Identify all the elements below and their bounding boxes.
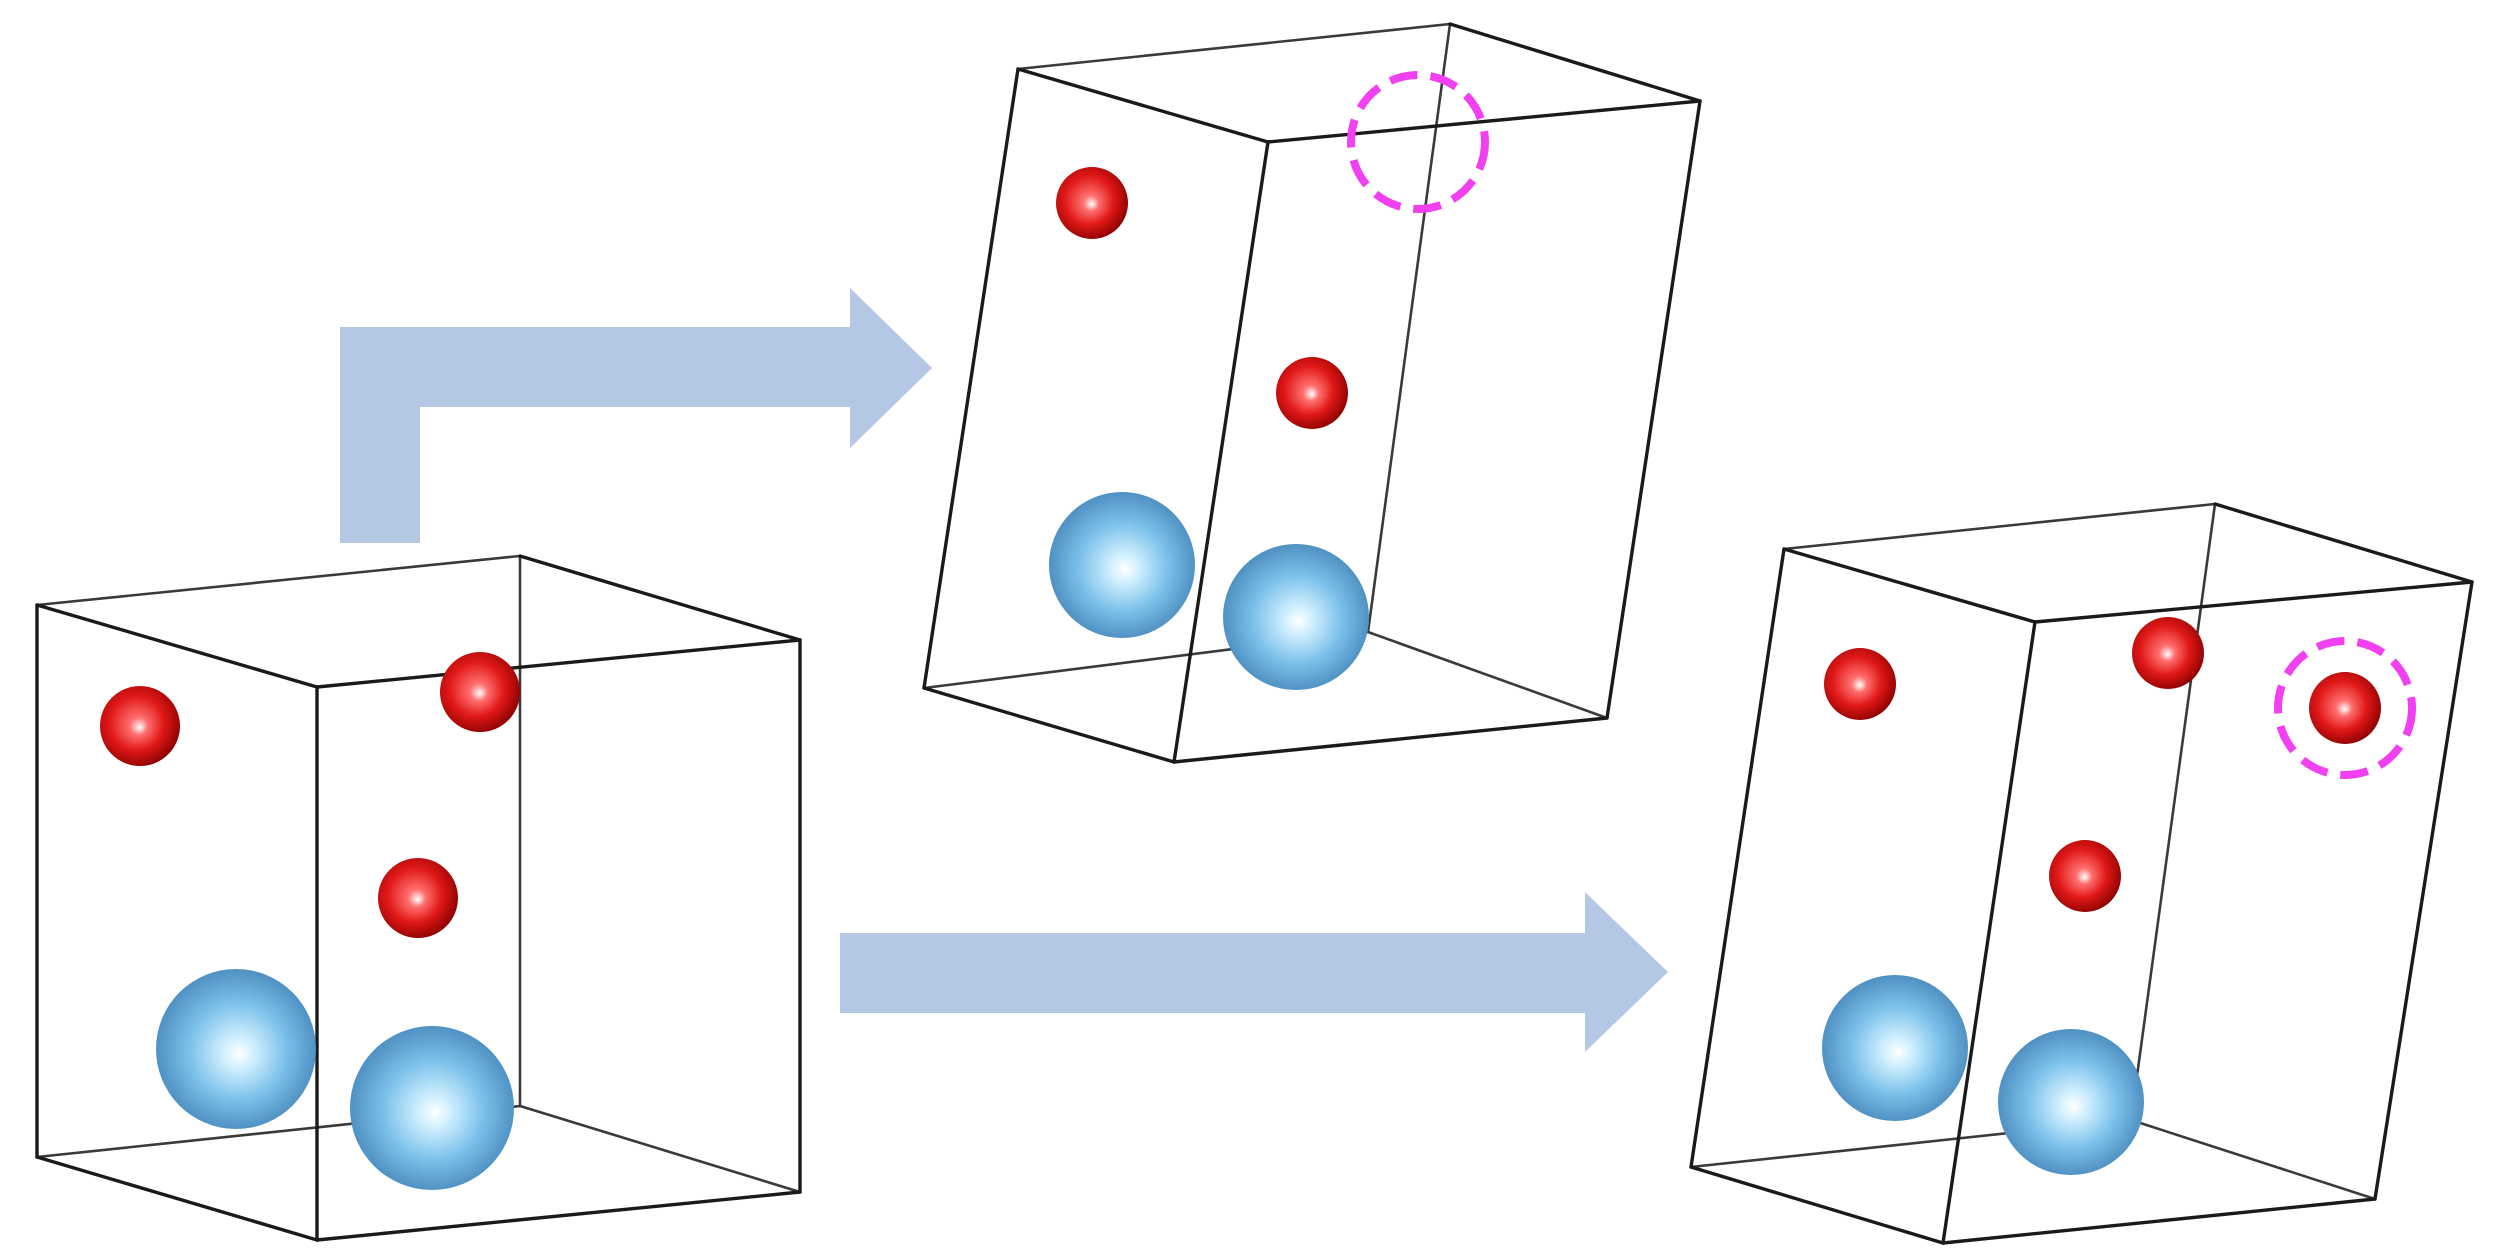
straight-arrow bbox=[840, 892, 1668, 1052]
distorted-cell-filled bbox=[1689, 502, 2474, 1245]
cell-frame bbox=[922, 22, 1702, 764]
cell-frame bbox=[1689, 502, 2474, 1245]
added-atom-highlight bbox=[2274, 637, 2416, 779]
small-atom bbox=[2132, 617, 2204, 689]
small-atom bbox=[2049, 840, 2121, 912]
small-atom bbox=[1056, 167, 1128, 239]
small-atom bbox=[100, 686, 180, 766]
large-atom bbox=[156, 969, 316, 1129]
bent-arrow bbox=[340, 288, 932, 543]
small-atom bbox=[2309, 672, 2381, 744]
vacancy-highlight bbox=[1347, 71, 1489, 213]
large-atom bbox=[1049, 492, 1195, 638]
small-atom bbox=[378, 858, 458, 938]
distorted-cell-vacancy bbox=[922, 22, 1702, 764]
small-atom bbox=[1824, 648, 1896, 720]
large-atom bbox=[1822, 975, 1968, 1121]
small-atom bbox=[440, 652, 520, 732]
large-atom bbox=[1223, 544, 1369, 690]
initial-cell bbox=[35, 554, 802, 1242]
small-atom bbox=[1276, 357, 1348, 429]
large-atom bbox=[1998, 1029, 2144, 1175]
cell-frame bbox=[35, 554, 802, 1242]
large-atom bbox=[350, 1026, 514, 1190]
